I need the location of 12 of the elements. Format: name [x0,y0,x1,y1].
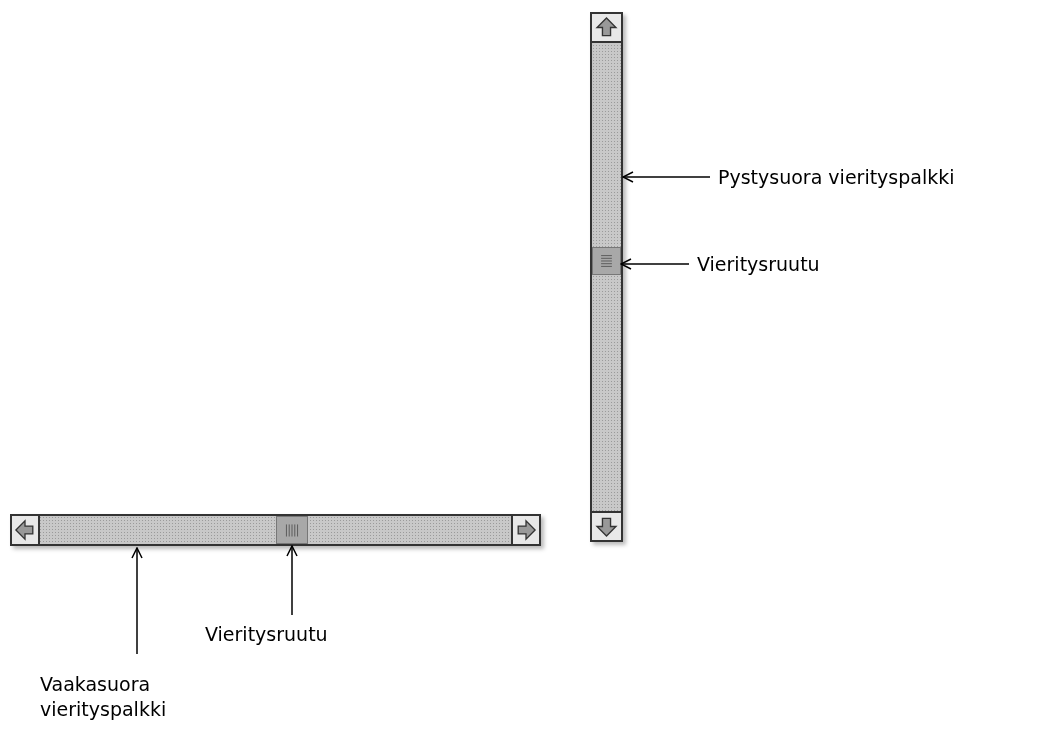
callout-label: Vaakasuora vierityspalkki [40,672,190,722]
scroll-thumb [592,247,621,275]
leader-arrow [131,547,143,655]
leader-arrow [286,545,298,616]
leader-arrow [620,258,690,270]
callout-label: Pystysuora vierityspalkki [718,166,955,188]
horizontal-scrollbar [10,514,541,546]
callout-label: Vieritysruutu [697,253,820,275]
callout-label: Vieritysruutu [205,623,328,645]
scroll-thumb [276,516,308,544]
vertical-scrollbar [590,12,623,542]
leader-arrow [622,171,711,183]
